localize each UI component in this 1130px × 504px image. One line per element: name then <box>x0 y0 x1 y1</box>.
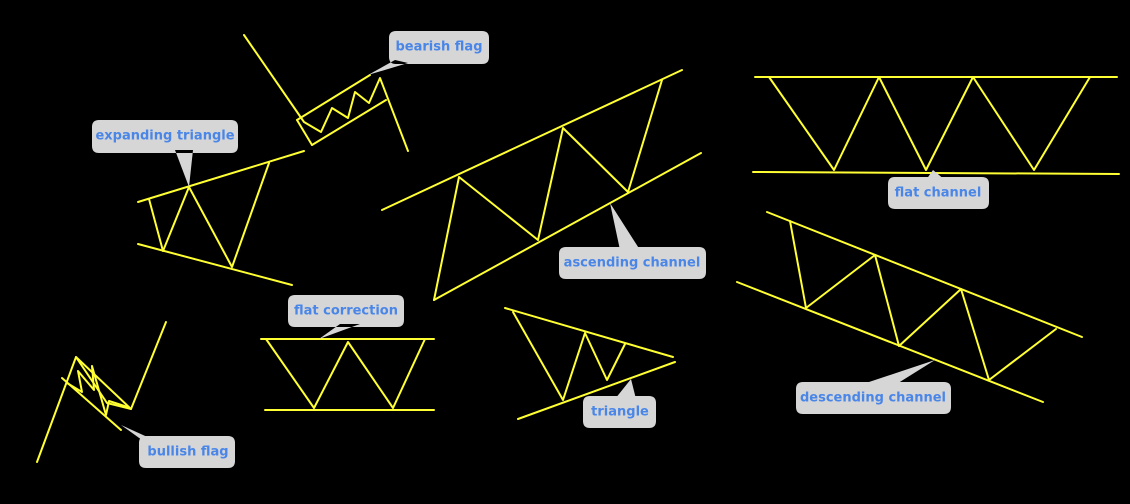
flat-correction-pattern <box>260 338 435 411</box>
bullish-flag-pole <box>36 321 167 463</box>
ascending-channel-upper-boundary <box>381 69 683 211</box>
callout-triangle-label: triangle <box>591 405 649 420</box>
callout-descending-channel-bubble <box>796 360 951 414</box>
callout-ascending-channel-label: ascending channel <box>564 256 701 271</box>
callout-bearish-flag-label: bearish flag <box>396 40 483 55</box>
callout-flat-channel-label: flat channel <box>895 186 982 201</box>
callout-triangle: triangle <box>583 379 656 428</box>
callout-flat-channel-bubble <box>888 170 989 209</box>
flat-channel-pattern <box>752 76 1120 175</box>
descending-channel-lower-boundary <box>736 281 1044 403</box>
bearish-flag-pole <box>243 34 409 152</box>
bearish-flag-left-edge <box>296 119 313 146</box>
expanding-triangle-pattern <box>137 150 305 286</box>
bearish-flag-lower-boundary <box>311 99 387 146</box>
ascending-channel-pattern <box>381 69 702 301</box>
callout-descending-channel-label: descending channel <box>800 391 946 406</box>
callout-flat-correction-bubble <box>288 295 404 339</box>
callout-bullish-flag-bubble <box>121 425 235 468</box>
bullish-flag-pattern <box>36 321 167 463</box>
callout-ascending-channel-bubble <box>559 203 706 279</box>
triangle-zigzag <box>512 311 626 401</box>
triangle-pattern <box>504 307 676 420</box>
bullish-flag-upper-boundary <box>75 356 132 410</box>
bullish-flag-lower-boundary <box>61 377 122 431</box>
callout-descending-channel: descending channel <box>796 360 951 414</box>
triangle-lower-boundary <box>517 361 676 420</box>
callout-flat-correction: flat correction <box>288 295 404 339</box>
callout-flat-correction-label: flat correction <box>294 304 398 319</box>
callout-flat-channel: flat channel <box>888 170 989 209</box>
descending-channel-zigzag <box>789 220 1057 381</box>
callout-expanding-triangle-label: expanding triangle <box>95 129 234 144</box>
expanding-triangle-upper-boundary <box>137 150 305 203</box>
callout-expanding-triangle: expanding triangle <box>92 120 238 187</box>
bearish-flag-upper-boundary <box>296 74 371 121</box>
callout-bullish-flag-label: bullish flag <box>147 445 228 460</box>
triangle-upper-boundary <box>504 307 674 358</box>
expanding-triangle-lower-boundary <box>137 243 293 286</box>
ascending-channel-zigzag <box>433 79 663 301</box>
callout-expanding-triangle-bubble <box>92 120 238 187</box>
flat-channel-zigzag <box>768 76 1091 171</box>
callout-bullish-flag: bullish flag <box>121 425 235 468</box>
bullish-flag-zigzag <box>66 365 129 416</box>
callout-triangle-bubble <box>583 379 656 428</box>
flat-correction-zigzag <box>265 338 426 409</box>
ascending-channel-lower-boundary <box>433 152 702 301</box>
descending-channel-pattern <box>736 211 1083 403</box>
callout-bearish-flag: bearish flag <box>368 31 489 75</box>
callout-bearish-flag-bubble <box>368 31 489 75</box>
callout-ascending-channel: ascending channel <box>559 203 706 279</box>
bearish-flag-pattern <box>243 34 409 152</box>
descending-channel-upper-boundary <box>766 211 1083 338</box>
